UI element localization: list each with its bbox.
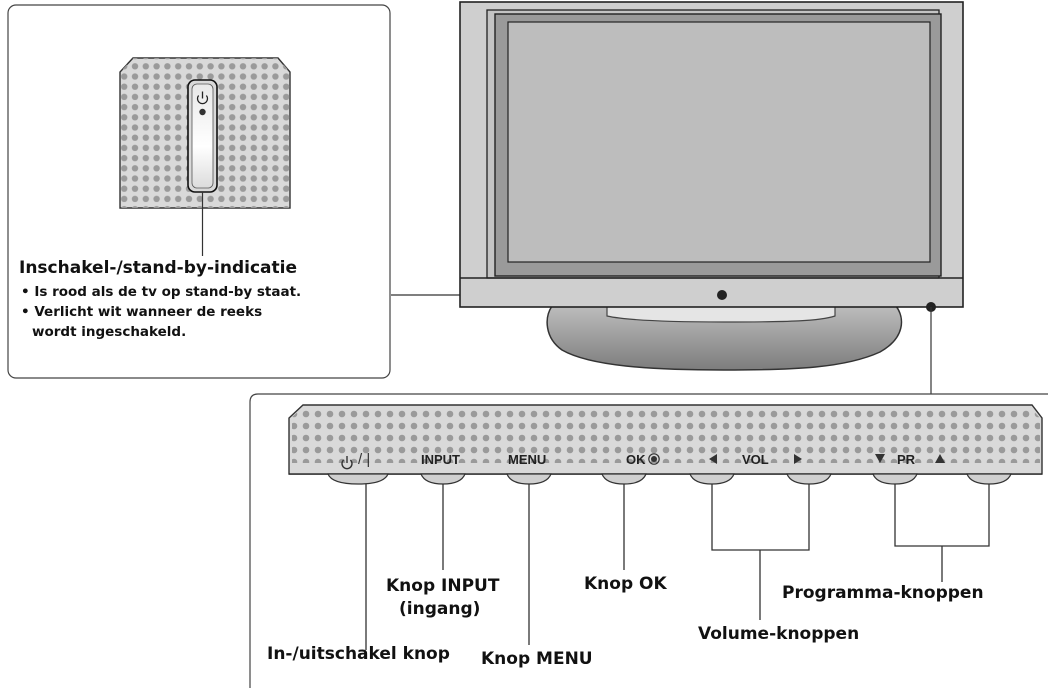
ok-panel-label: OK [626, 452, 646, 467]
tv-indicator-point [717, 290, 727, 300]
indicator-bullet-1: • Is rood als de tv op stand-by staat. [21, 284, 302, 300]
callout-input-2: (ingang) [399, 599, 481, 619]
tv-screen [507, 21, 931, 263]
callout-programma: Programma-knoppen [782, 583, 984, 603]
callout-input-1: Knop INPUT [386, 576, 500, 596]
ok-circle-icon [648, 453, 660, 465]
power-button[interactable] [327, 473, 389, 485]
indicator-bullet-3: wordt ingeschakeld. [32, 324, 187, 340]
pr-down-button[interactable] [872, 473, 918, 485]
vol-panel-label: VOL [742, 452, 769, 467]
indicator-bullet-2: • Verlicht wit wanneer de reeks [21, 304, 263, 320]
indicator-dot [199, 108, 206, 116]
power-icon [341, 456, 353, 470]
input-panel-label: INPUT [421, 452, 460, 467]
callout-volume: Volume-knoppen [698, 624, 860, 644]
indicator-title: Inschakel-/stand-by-indicatie [19, 258, 297, 278]
right-triangle-icon [794, 454, 802, 464]
pr-up-button[interactable] [966, 473, 1012, 485]
up-triangle-icon [935, 454, 945, 463]
pr-panel-label: PR [897, 452, 916, 467]
power-panel-label: / | [358, 451, 371, 468]
callout-ok: Knop OK [584, 574, 667, 594]
callout-power: In-/uitschakel knop [267, 644, 450, 664]
tv-stand [546, 305, 903, 371]
left-triangle-icon [709, 454, 717, 464]
menu-panel-label: MENU [508, 452, 547, 467]
callout-menu: Knop MENU [481, 649, 593, 669]
power-icon [196, 91, 209, 105]
down-triangle-icon [875, 454, 885, 463]
